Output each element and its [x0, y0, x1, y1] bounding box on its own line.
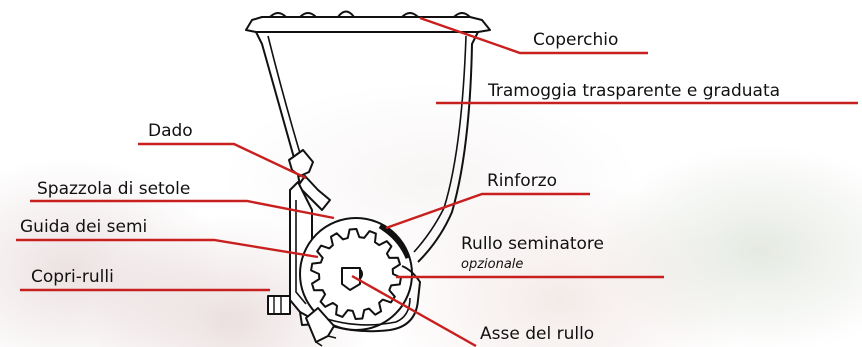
hopper-inner-wall	[267, 35, 467, 253]
label-coperchio: Coperchio	[533, 30, 618, 50]
leader-lines	[16, 16, 858, 347]
leader-coperchio	[419, 16, 648, 55]
leader-guida	[16, 238, 319, 259]
reinforcement-arc	[378, 223, 411, 259]
hopper-illustration	[245, 10, 491, 347]
label-dado: Dado	[148, 121, 193, 141]
labels: Coperchio Tramoggia trasparente e gradua…	[20, 30, 780, 344]
label-guida: Guida dei semi	[20, 217, 147, 237]
label-rinforzo: Rinforzo	[487, 171, 557, 191]
label-rullo-note: opzionale	[461, 257, 523, 272]
roller-axle	[341, 267, 361, 291]
plunger-detail	[315, 335, 337, 347]
label-rullo: Rullo seminatore	[461, 234, 604, 254]
leader-spazzola	[30, 199, 335, 220]
label-spazzola: Spazzola di setole	[37, 179, 190, 199]
side-tab-slots	[273, 296, 282, 314]
leader-asse	[351, 274, 477, 347]
label-tramoggia: Tramoggia trasparente e graduata	[487, 81, 780, 101]
bottom-casing	[299, 265, 421, 333]
nut-shape	[288, 149, 314, 177]
leader-rinforzo	[385, 192, 590, 230]
side-tab	[267, 295, 291, 315]
plunger	[305, 307, 335, 343]
label-asse: Asse del rullo	[480, 324, 594, 344]
label-copri-rulli: Copri-rulli	[31, 267, 114, 287]
lid-bumps	[269, 10, 471, 18]
leader-dado	[138, 142, 307, 180]
guide-inner	[295, 200, 307, 305]
